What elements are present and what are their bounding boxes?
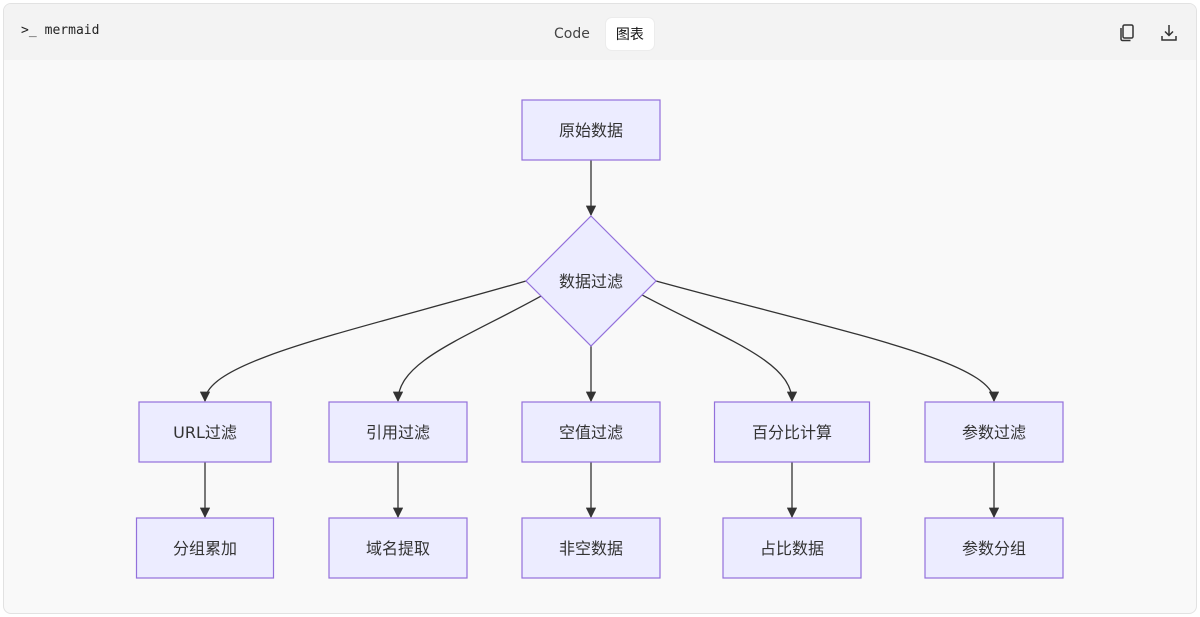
node-raw: 原始数据	[521, 99, 661, 161]
node-shape	[924, 517, 1064, 579]
node-shape	[138, 401, 272, 463]
node-filter: 数据过滤	[525, 215, 657, 347]
node-null-filter: 空值过滤	[521, 401, 661, 463]
edge-filter-to-param_filter	[655, 280, 1000, 403]
tab-code[interactable]: Code	[554, 26, 590, 42]
node-shape	[521, 401, 661, 463]
view-tabs: Code 图表	[544, 18, 654, 50]
node-shape	[328, 517, 468, 579]
node-label: 数据过滤	[559, 272, 623, 291]
node-percent-calc: 百分比计算	[713, 401, 871, 463]
node-shape	[135, 517, 275, 579]
node-shape	[521, 517, 661, 579]
node-label: 域名提取	[366, 539, 430, 558]
node-label: 引用过滤	[366, 423, 430, 442]
node-ref-filter: 引用过滤	[328, 401, 468, 463]
node-shape	[924, 401, 1064, 463]
node-label: 百分比计算	[752, 423, 832, 442]
language-name: mermaid	[44, 23, 100, 38]
node-label: 参数分组	[962, 539, 1026, 558]
node-shape	[722, 517, 862, 579]
node-shape	[328, 401, 468, 463]
node-label: 原始数据	[559, 121, 623, 140]
edges-layer	[199, 160, 1000, 519]
node-label: 非空数据	[559, 539, 623, 558]
node-label: URL过滤	[173, 423, 237, 442]
node-nonnull-data: 非空数据	[521, 517, 661, 579]
node-group-sum: 分组累加	[135, 517, 275, 579]
download-icon[interactable]	[1158, 22, 1180, 44]
node-domain-extract: 域名提取	[328, 517, 468, 579]
node-label: 空值过滤	[559, 423, 623, 442]
copy-icon[interactable]	[1116, 22, 1138, 44]
edge-filter-to-ref_filter	[392, 295, 542, 403]
node-param-group: 参数分组	[924, 517, 1064, 579]
node-label: 分组累加	[173, 539, 237, 558]
tab-chart[interactable]: 图表	[605, 18, 654, 50]
code-block-toolbar: >_ mermaid Code 图表	[4, 4, 1196, 60]
node-url-filter: URL过滤	[138, 401, 272, 463]
code-block-container: >_ mermaid Code 图表	[3, 3, 1197, 614]
node-shape	[713, 401, 871, 463]
language-label: >_ mermaid	[21, 23, 99, 38]
edge-filter-to-url_filter	[199, 280, 527, 403]
node-label: 占比数据	[760, 539, 824, 558]
edge-filter-to-percent_calc	[641, 294, 798, 403]
node-label: 参数过滤	[962, 423, 1026, 442]
terminal-icon: >_	[21, 23, 37, 38]
node-ratio-data: 占比数据	[722, 517, 862, 579]
node-shape	[521, 99, 661, 161]
diagram-canvas: 原始数据数据过滤 URL过滤 引用过滤 空值过滤 百分比计算 参数过滤分组累加 域名提取 非空…	[4, 60, 1196, 613]
node-shape	[525, 215, 657, 347]
node-param-filter: 参数过滤	[924, 401, 1064, 463]
